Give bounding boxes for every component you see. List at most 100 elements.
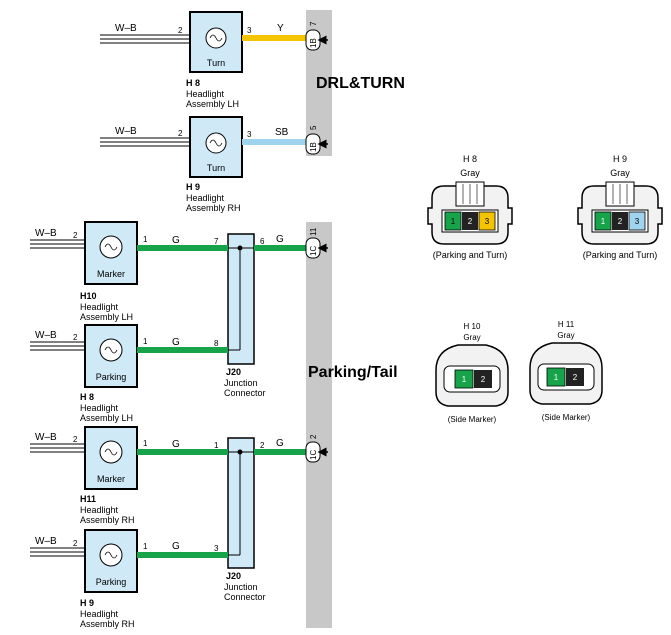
bus-connector-1c-11: 1C 11 — [305, 227, 328, 259]
bus-connector-1c-2: 1C 2 — [305, 434, 328, 463]
svg-text:1: 1 — [462, 375, 467, 384]
svg-text:1C: 1C — [309, 246, 318, 256]
component-desc: Assembly LH — [80, 413, 133, 423]
connector-view-h9: H 9 Gray 1 2 3 (Parking and Turn) — [577, 154, 663, 260]
pin-label: 2 — [73, 231, 78, 240]
svg-text:1C: 1C — [309, 450, 318, 460]
svg-text:(Parking and Turn): (Parking and Turn) — [583, 250, 658, 260]
wire-color-label: W–B — [115, 126, 137, 137]
component-desc: Headlight — [186, 193, 225, 203]
svg-text:3: 3 — [485, 217, 490, 226]
component-id: H10 — [80, 291, 97, 301]
svg-text:1B: 1B — [309, 38, 318, 48]
green-wire — [137, 245, 228, 251]
wire-color-label: W–B — [35, 228, 57, 239]
pin-label: 1 — [143, 337, 148, 346]
component-label: Turn — [207, 163, 225, 173]
pin-label: 1 — [143, 235, 148, 244]
svg-text:Gray: Gray — [463, 333, 480, 342]
svg-text:2: 2 — [481, 375, 486, 384]
component-desc: Headlight — [186, 89, 225, 99]
wire-color-label: G — [276, 438, 284, 449]
yellow-wire — [242, 35, 306, 41]
junction-desc: Junction — [224, 378, 258, 388]
component-label: Parking — [96, 372, 127, 382]
h9-parking-component — [84, 529, 138, 593]
wire-color-label: G — [172, 439, 180, 450]
pin-label: 2 — [73, 435, 78, 444]
svg-text:H 9: H 9 — [613, 154, 627, 164]
svg-text:2: 2 — [309, 434, 318, 439]
section-title-parking-tail: Parking/Tail — [308, 364, 398, 381]
pin-label: 2 — [178, 129, 183, 138]
pin-label: 2 — [260, 441, 265, 450]
component-desc: Assembly LH — [186, 99, 239, 109]
sky-blue-wire — [242, 139, 306, 145]
j20-upper-junction: 7 8 6 J20 Junction Connector — [214, 233, 266, 398]
svg-text:5: 5 — [309, 125, 318, 130]
svg-text:(Side Marker): (Side Marker) — [542, 413, 591, 422]
svg-text:H 11: H 11 — [558, 320, 575, 329]
wire-color-label: G — [172, 541, 180, 552]
pin-label: 8 — [214, 339, 219, 348]
component-desc: Headlight — [80, 609, 119, 619]
bus-strip-parking — [306, 222, 332, 628]
green-wire — [137, 552, 228, 558]
svg-text:1: 1 — [601, 217, 606, 226]
pin-label: 2 — [73, 333, 78, 342]
component-desc: Headlight — [80, 403, 119, 413]
bus-connector-1b-7: 1B 7 — [305, 21, 328, 51]
h8-parking-circuit: W–B 2 Parking H 8 Headlight Assembly LH … — [30, 324, 180, 423]
component-id: H 8 — [80, 392, 94, 402]
bus-connector-1b-5: 1B 5 — [305, 125, 328, 155]
junction-desc: Connector — [224, 388, 266, 398]
wire-color-label: G — [276, 234, 284, 245]
svg-text:(Side Marker): (Side Marker) — [448, 415, 497, 424]
svg-text:2: 2 — [618, 217, 623, 226]
junction-id: J20 — [226, 571, 241, 581]
component-desc: Headlight — [80, 505, 119, 515]
wire-color-label: G — [172, 235, 180, 246]
svg-text:(Parking and Turn): (Parking and Turn) — [433, 250, 508, 260]
component-label: Turn — [207, 58, 225, 68]
pin-label: 1 — [143, 542, 148, 551]
component-id: H 8 — [186, 78, 200, 88]
wire-color-label: W–B — [35, 432, 57, 443]
component-label: Marker — [97, 474, 125, 484]
j20-lower-junction: 1 3 2 J20 Junction Connector — [214, 437, 266, 602]
pin-label: 3 — [214, 544, 219, 553]
h9-parking-circuit: W–B 2 Parking H 9 Headlight Assembly RH … — [30, 529, 180, 629]
svg-text:Gray: Gray — [460, 168, 480, 178]
h10-marker-circuit: W–B 2 Marker H10 Headlight Assembly LH 1… — [30, 221, 180, 322]
svg-text:2: 2 — [573, 373, 578, 382]
h8-turn-component — [189, 11, 243, 73]
svg-text:Gray: Gray — [610, 168, 630, 178]
pin-label: 2 — [178, 26, 183, 35]
svg-text:H 8: H 8 — [463, 154, 477, 164]
component-desc: Assembly RH — [186, 203, 241, 213]
pin-label: 3 — [247, 130, 252, 139]
wire-color-label: W–B — [35, 536, 57, 547]
svg-text:1: 1 — [451, 217, 456, 226]
h8-turn-circuit: W–B 2 Turn 3 Y H 8 Headlight Assembly LH — [100, 11, 306, 109]
h9-turn-circuit: W–B 2 Turn 3 SB H 9 Headlight Assembly R… — [100, 116, 306, 213]
pin-label: 1 — [214, 441, 219, 450]
svg-text:Gray: Gray — [557, 331, 574, 340]
wire-color-label: W–B — [35, 330, 57, 341]
svg-text:2: 2 — [468, 217, 473, 226]
wire-color-label: SB — [275, 127, 289, 138]
h11-marker-circuit: W–B 2 Marker H11 Headlight Assembly RH 1… — [30, 426, 180, 525]
pin-label: 1 — [143, 439, 148, 448]
junction-desc: Junction — [224, 582, 258, 592]
component-label: Marker — [97, 269, 125, 279]
component-label: Parking — [96, 577, 127, 587]
pin-label: 6 — [260, 237, 265, 246]
svg-text:3: 3 — [635, 217, 640, 226]
component-desc: Assembly RH — [80, 619, 135, 629]
section-title-drl-turn: DRL&TURN — [316, 75, 405, 92]
h8-parking-component — [84, 324, 138, 388]
component-desc: Assembly RH — [80, 515, 135, 525]
svg-text:11: 11 — [309, 227, 318, 236]
svg-text:H 10: H 10 — [464, 322, 481, 331]
